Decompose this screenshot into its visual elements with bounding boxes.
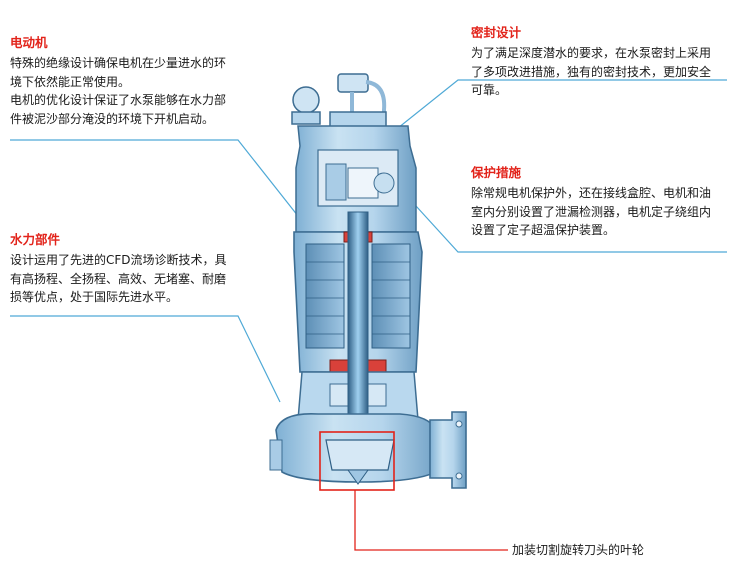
callout-hydraulic-line: 损等优点，处于国际先进水平。 <box>10 290 179 304</box>
lower-bearing-left <box>329 359 351 373</box>
callout-impeller-label: 加装切割旋转刀头的叶轮 <box>512 543 645 557</box>
callout-motor-line: 境下依然能正常使用。 <box>10 74 131 89</box>
callout-seal-line: 了多项改进措施，独有的密封技术，更加安全 <box>471 64 712 79</box>
callout-hydraulic-line: 设计运用了先进的CFD流场诊断技术，具 <box>10 253 227 267</box>
lower-bearing-right <box>365 359 387 373</box>
impeller <box>325 439 395 471</box>
top-fittings <box>291 73 387 135</box>
callout-seal-line: 可靠。 <box>471 83 508 97</box>
leader-line-impeller <box>354 490 508 551</box>
stator-left <box>305 243 345 349</box>
callout-motor-line: 件被泥沙部分淹没的环境下开机启动。 <box>10 111 215 126</box>
callout-hydraulic-line: 有高扬程、全扬程、高效、无堵塞、耐磨 <box>10 271 227 286</box>
callout-motor-line: 电机的优化设计保证了水泵能够在水力部 <box>10 93 227 107</box>
callout-hydraulic-title: 水力部件 <box>10 232 61 247</box>
callout-seal: 密封设计 为了满足深度潜水的要求，在水泵密封上采用 了多项改进措施，独有的密封技… <box>471 24 711 100</box>
callout-protection-title: 保护措施 <box>471 165 522 180</box>
leader-line-seal <box>397 79 727 129</box>
stator-right <box>371 243 411 349</box>
callout-motor-line: 特殊的绝缘设计确保电机在少量进水的环 <box>10 56 227 70</box>
callout-motor-title: 电动机 <box>10 35 48 50</box>
leader-line-hydraulic <box>10 315 281 403</box>
leader-lines <box>10 79 727 403</box>
callout-seal-line: 为了满足深度潜水的要求，在水泵密封上采用 <box>471 46 712 60</box>
callout-protection: 保护措施 除常规电机保护外，还在接线盒腔、电机和油 室内分别设置了泄漏检测器，电… <box>471 164 711 240</box>
callout-protection-line: 室内分别设置了泄漏检测器，电机定子绕组内 <box>471 204 712 219</box>
callout-protection-line: 除常规电机保护外，还在接线盒腔、电机和油 <box>471 186 712 200</box>
discharge-outlet <box>429 411 467 489</box>
callout-protection-line: 设置了定子超温保护装置。 <box>471 223 616 237</box>
callout-seal-title: 密封设计 <box>471 25 522 40</box>
callout-hydraulic: 水力部件 设计运用了先进的CFD流场诊断技术，具 有高扬程、全扬程、高效、无堵塞… <box>10 231 227 307</box>
leader-line-motor <box>10 139 299 217</box>
leader-line-protection <box>415 205 727 253</box>
cutter-impeller-highlight-box <box>319 431 395 491</box>
callout-motor: 电动机 特殊的绝缘设计确保电机在少量进水的环 境下依然能正常使用。 电机的优化设… <box>10 34 226 128</box>
